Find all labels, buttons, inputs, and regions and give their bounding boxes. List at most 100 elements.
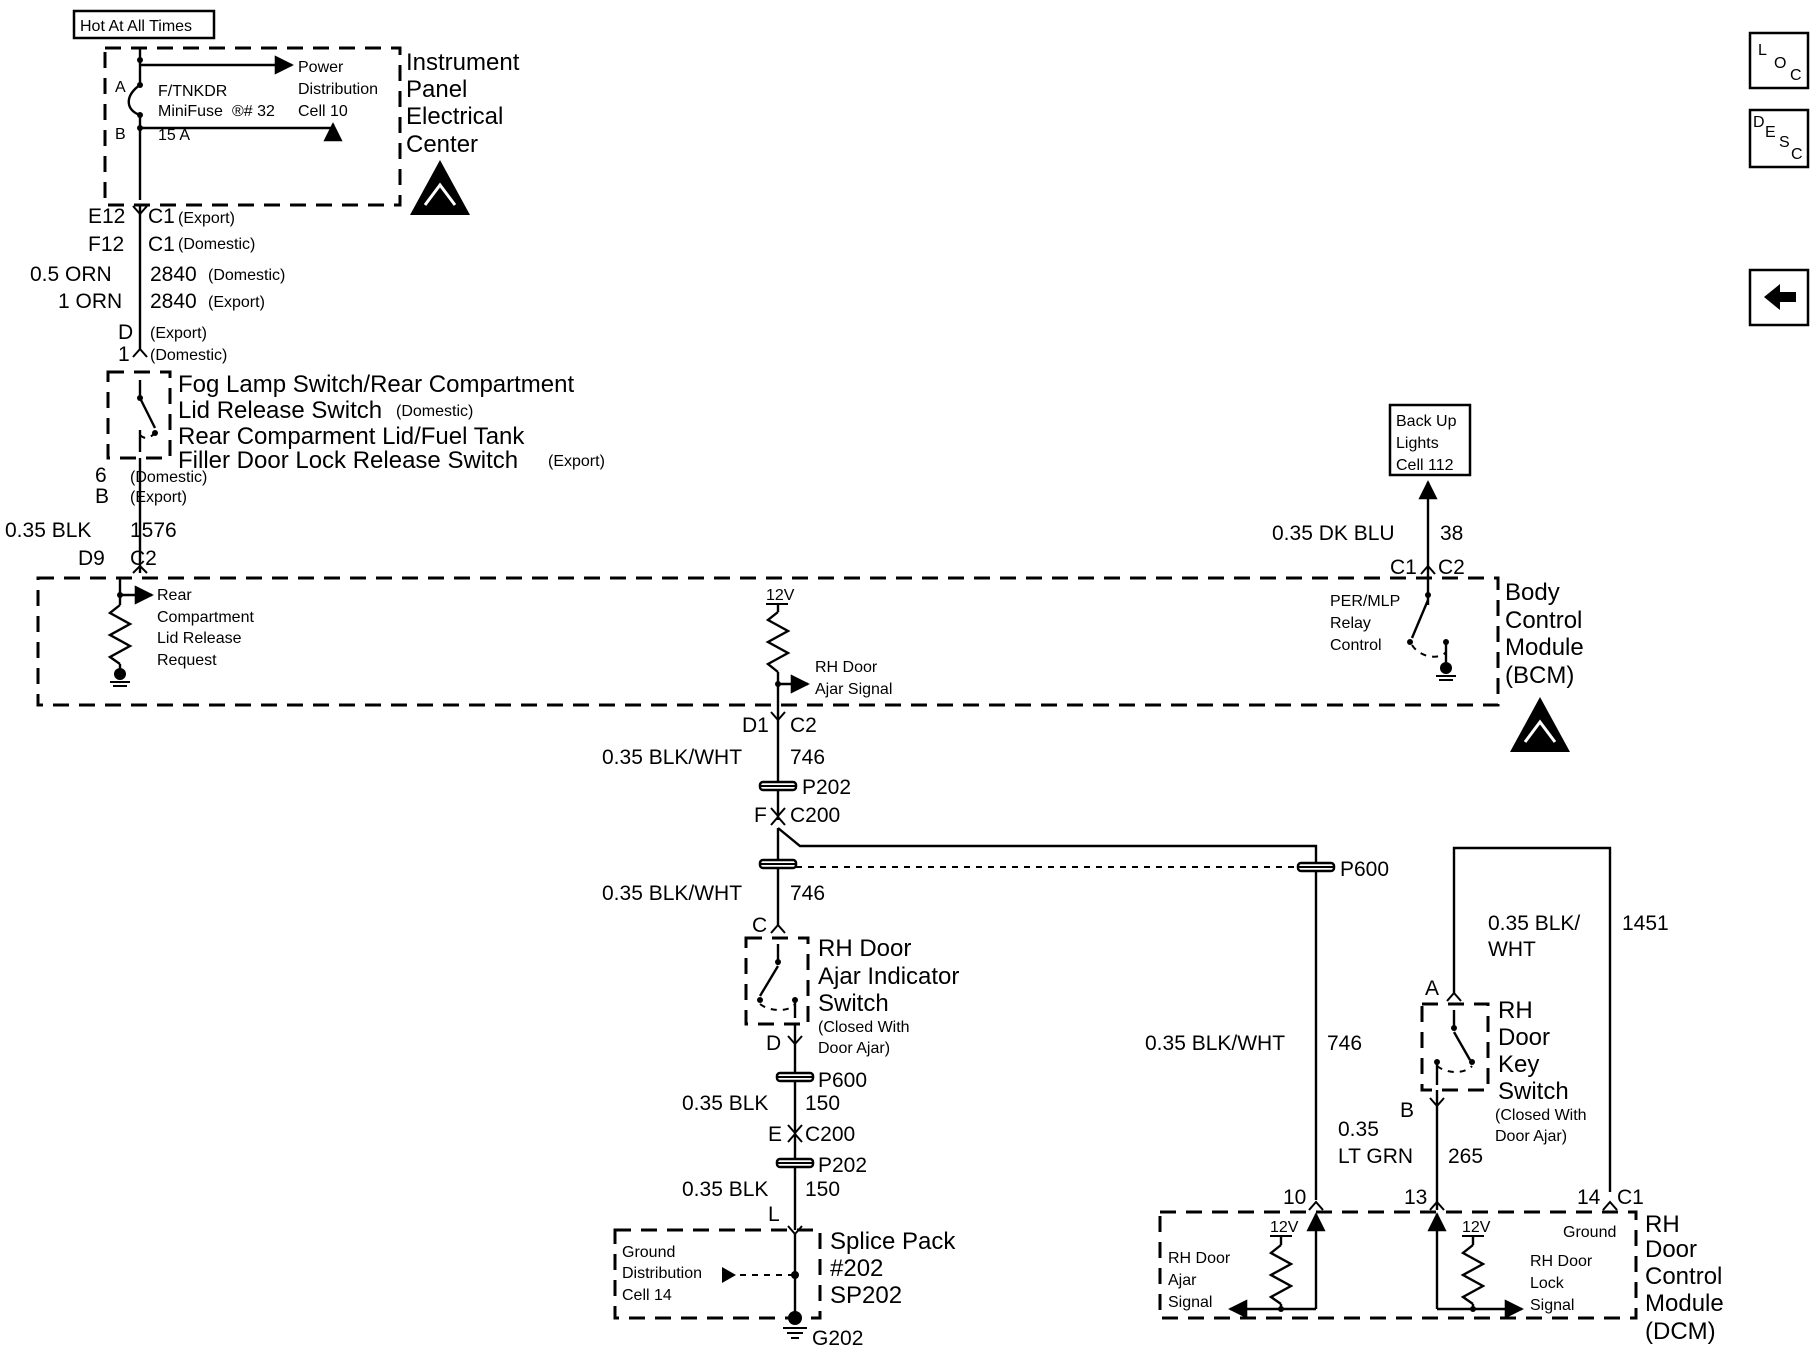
bcm-ajar-input: 12V: [765, 587, 810, 715]
bcm-rh-ajar-label2: Ajar Signal: [815, 681, 892, 698]
pin-b: B: [95, 485, 109, 508]
export-note: (Export): [548, 453, 605, 470]
wire-size-0.35-blk-lower: 0.35 BLK: [682, 1092, 768, 1115]
circuit-38: 38: [1440, 522, 1463, 545]
loc-button[interactable]: L O C: [1748, 31, 1810, 90]
splice-pack-box: [613, 1228, 822, 1322]
circuit-746-right: 746: [1327, 1032, 1362, 1055]
wire-size-ltgrn: LT GRN: [1338, 1145, 1413, 1168]
ipec-label-line4: Center: [406, 131, 478, 158]
wire-size-0.35-blk-wht-2: 0.35 BLK/WHT: [602, 882, 742, 905]
connector-c1-bcm: C1: [1390, 556, 1417, 579]
circuit-1451: 1451: [1622, 912, 1669, 935]
pin-l: L: [768, 1203, 780, 1226]
fuse-pin-a: A: [115, 79, 126, 96]
dcm-ajar-label1: RH Door: [1168, 1250, 1231, 1267]
fuse-icon: [127, 84, 141, 117]
fog-lamp-switch-label3: Rear Comparment Lid/Fuel Tank: [178, 423, 525, 450]
dcm-12v-label2: 12V: [1462, 1219, 1491, 1236]
circuit-265: 265: [1448, 1145, 1483, 1168]
loc-letter-c: C: [1790, 67, 1802, 84]
pdc-label-line3: Cell 10: [298, 103, 348, 120]
connector-c2: C2: [130, 547, 157, 570]
p202-splice-lower: [775, 1157, 815, 1169]
ajar-switch-label5: Door Ajar): [818, 1040, 890, 1057]
splice-p600-lower: P600: [818, 1069, 867, 1092]
ground-icon: [1440, 662, 1452, 674]
rh-door-key-switch: [1420, 1002, 1490, 1092]
fuse-pin-b: B: [115, 126, 126, 143]
domestic-note: (Domestic): [150, 347, 227, 364]
rear-request-label1: Rear: [157, 587, 192, 604]
bcm-12v-label: 12V: [766, 587, 795, 604]
key-switch-label2: Door: [1498, 1024, 1550, 1051]
rh-door-ajar-switch: [744, 936, 810, 1026]
permlp-relay-control: [1407, 565, 1456, 681]
connector-c1-dcm: C1: [1617, 1186, 1644, 1209]
backup-label1: Back Up: [1396, 413, 1457, 430]
desc-button[interactable]: D E S C: [1748, 108, 1810, 169]
splice-pack-label1: Splice Pack: [830, 1228, 956, 1255]
pin-6: 6: [95, 464, 107, 487]
domestic-note: (Domestic): [130, 469, 207, 486]
circuit-1576: 1576: [130, 519, 177, 542]
key-switch-label4: Switch: [1498, 1078, 1569, 1105]
dcm-ground-label: Ground: [1563, 1224, 1616, 1241]
domestic-note: (Domestic): [396, 403, 473, 420]
dcm-label4: Module: [1645, 1290, 1724, 1317]
wire-size-wht: WHT: [1488, 938, 1536, 961]
circuit-2840-export: 2840: [150, 290, 197, 313]
pin-b-key: B: [1400, 1099, 1414, 1122]
left-arrow-icon: [1764, 284, 1796, 310]
circuit-150: 150: [805, 1092, 840, 1115]
rear-compartment-request: [107, 578, 154, 687]
ground-dist-arrow-icon: [722, 1267, 736, 1283]
pin-d-lower: D: [766, 1032, 781, 1055]
rear-request-label2: Compartment: [157, 609, 254, 626]
wire-size-0.35-blk-wht-1451: 0.35 BLK/: [1488, 912, 1580, 935]
pin-e12: E12: [88, 205, 125, 228]
circuit-746-2: 746: [790, 882, 825, 905]
ipec-label-line3: Electrical: [406, 103, 503, 130]
ipec-label-line2: Panel: [406, 76, 467, 103]
dcm-label2: Door: [1645, 1236, 1697, 1263]
permlp-label3: Control: [1330, 637, 1382, 654]
key-switch-label5: (Closed With: [1495, 1107, 1587, 1124]
ground-dist-label3: Cell 14: [622, 1287, 672, 1304]
desc-letter-s: S: [1779, 134, 1790, 151]
connector-c200-lower: C200: [805, 1123, 855, 1146]
dcm-label3: Control: [1645, 1263, 1722, 1290]
fog-lamp-switch-label4: Filler Door Lock Release Switch: [178, 447, 518, 474]
hot-at-all-times-box: Hot At All Times: [72, 9, 216, 40]
pin-f12: F12: [88, 233, 124, 256]
bcm-label4: (BCM): [1505, 662, 1574, 689]
splice-p202-lower: P202: [818, 1154, 867, 1177]
wire-size-1-orn: 1 ORN: [58, 290, 122, 313]
p600-splice-lower: [775, 1071, 815, 1083]
p600-splice: [1296, 861, 1336, 873]
back-button[interactable]: [1748, 268, 1810, 327]
ajar-switch-label4: (Closed With: [818, 1019, 910, 1036]
pin-10: 10: [1283, 1186, 1306, 1209]
wire-size-0.35-blk-wht-right: 0.35 BLK/WHT: [1145, 1032, 1285, 1055]
hot-at-all-times-label: Hot At All Times: [80, 18, 192, 35]
dcm-label1: RH: [1645, 1211, 1680, 1238]
bcm-box: [36, 576, 1500, 707]
key-switch-label6: Door Ajar): [1495, 1128, 1567, 1145]
bcm-label3: Module: [1505, 634, 1584, 661]
esd-warning-icon: [410, 160, 470, 215]
connector-c200: C200: [790, 804, 840, 827]
domestic-note: (Domestic): [178, 236, 255, 253]
wire-size-0.35-dk-blu: 0.35 DK BLU: [1272, 522, 1395, 545]
permlp-label1: PER/MLP: [1330, 593, 1400, 610]
connector-c1-domestic: C1: [148, 233, 175, 256]
pin-e: E: [768, 1123, 782, 1146]
splice-p202: P202: [802, 776, 851, 799]
circuit-150-2: 150: [805, 1178, 840, 1201]
dcm-lock-resistor-icon: [1460, 1244, 1486, 1305]
key-switch-label1: RH: [1498, 997, 1533, 1024]
ground-dist-label2: Distribution: [622, 1265, 702, 1282]
wire-size-0.35-blk-wht: 0.35 BLK/WHT: [602, 746, 742, 769]
export-note: (Export): [178, 210, 235, 227]
